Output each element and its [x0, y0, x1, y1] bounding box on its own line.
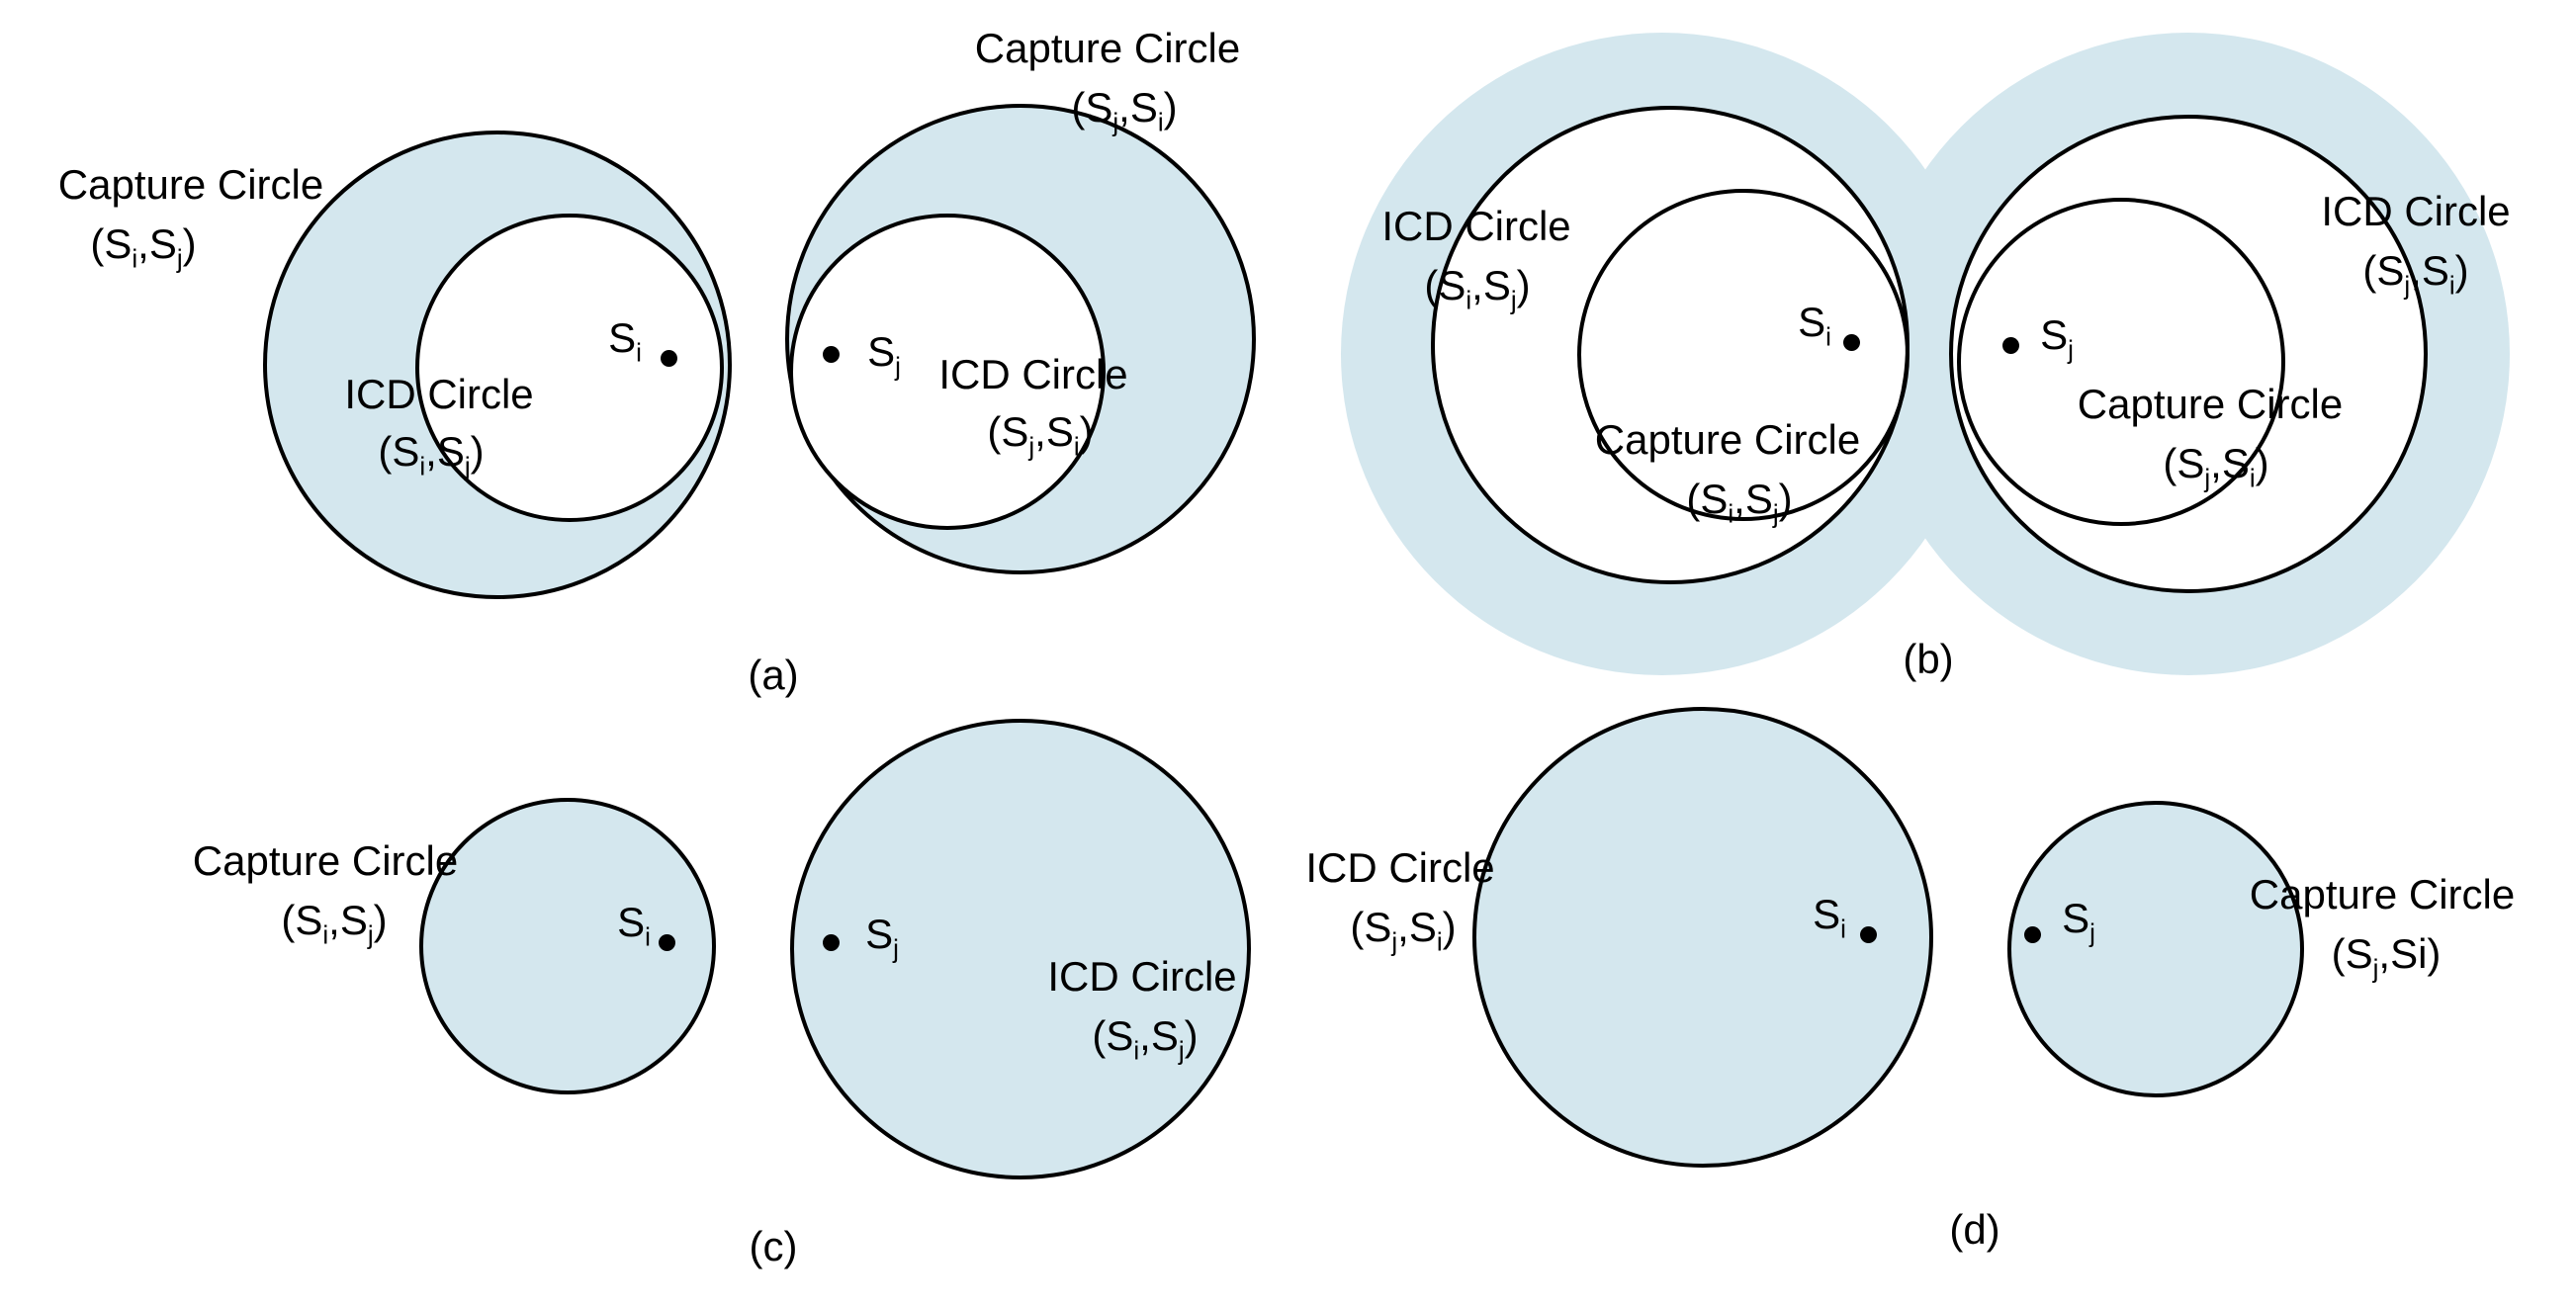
capture-circle-inner-b-si	[1577, 189, 1910, 521]
capture-circle-sj-sublabel-a: (Sj,Si)	[1071, 84, 1178, 137]
capture-circle-si-sublabel-a: (Si,Sj)	[90, 220, 197, 274]
panel-c-caption: (c)	[749, 1223, 798, 1269]
capture-circle-sj-label-b: Capture Circle	[2077, 381, 2344, 427]
sensor-sj-point-d	[2024, 926, 2041, 943]
icd-circle-label-d: ICD Circle	[1305, 844, 1495, 891]
icd-circle-a-sj	[789, 214, 1106, 530]
sensor-sj-point-b	[2002, 337, 2019, 354]
capture-circle-sublabel-d: (Sj,Si)	[2331, 930, 2442, 984]
icd-circle-d-sj	[1472, 707, 1933, 1168]
capture-circle-label-c: Capture Circle	[192, 837, 459, 884]
sensor-sj-label-c: Sj	[865, 911, 899, 964]
sensor-si-point-b	[1843, 334, 1860, 351]
icd-circle-si-sublabel-b: (Si,Sj)	[1424, 262, 1531, 315]
sensor-si-label-c: Si	[617, 899, 651, 952]
icd-circle-si-label-a: ICD Circle	[344, 371, 534, 417]
icd-circle-sublabel-c: (Si,Sj)	[1092, 1012, 1199, 1066]
capture-circle-label-d: Capture Circle	[2249, 871, 2516, 917]
sensor-sj-point-a	[823, 346, 840, 363]
panel-a-caption: (a)	[748, 652, 799, 698]
sensor-sj-label-d: Sj	[2062, 895, 2095, 948]
icd-circle-si-label-b: ICD Circle	[1381, 203, 1571, 249]
capture-circle-inner-b-sj	[1957, 198, 2285, 526]
capture-circle-sj-label-a: Capture Circle	[974, 25, 1241, 71]
icd-circle-sj-sublabel-b: (Sj,Si)	[2362, 247, 2469, 301]
sensor-sj-point-c	[823, 934, 840, 951]
sensor-si-point-c	[659, 934, 675, 951]
sensor-si-label-b: Si	[1798, 299, 1831, 352]
panel-d-caption: (d)	[1949, 1206, 2000, 1253]
panel-b-caption: (b)	[1903, 636, 1954, 682]
sensor-sj-label-a: Sj	[867, 328, 901, 382]
sensor-si-label-a: Si	[608, 314, 642, 368]
capture-circle-si-sublabel-b: (Si,Sj)	[1686, 476, 1793, 529]
icd-circle-sj-label-b: ICD Circle	[2321, 188, 2511, 234]
icd-circle-sj-sublabel-a: (Sj,Si)	[987, 408, 1094, 462]
icd-circle-a-si	[415, 214, 724, 522]
capture-circle-d-sj	[2007, 801, 2304, 1097]
icd-circle-sj-label-a: ICD Circle	[938, 351, 1128, 397]
sensor-sj-label-b: Sj	[2040, 311, 2074, 365]
sensor-si-point-d	[1860, 926, 1877, 943]
capture-circle-sj-sublabel-b: (Sj,Si)	[2163, 440, 2269, 493]
icd-circle-label-c: ICD Circle	[1047, 953, 1237, 1000]
icd-circle-c-si	[790, 719, 1251, 1179]
capture-circle-si-label-a: Capture Circle	[57, 161, 324, 208]
sensor-si-label-d: Si	[1813, 891, 1846, 944]
icd-circle-sublabel-d: (Sj,Si)	[1350, 904, 1457, 957]
capture-circle-si-label-b: Capture Circle	[1594, 416, 1861, 463]
capture-circle-sublabel-c: (Si,Sj)	[281, 897, 388, 950]
sensor-si-point-a	[661, 350, 677, 367]
icd-circle-si-sublabel-a: (Si,Sj)	[378, 428, 485, 481]
